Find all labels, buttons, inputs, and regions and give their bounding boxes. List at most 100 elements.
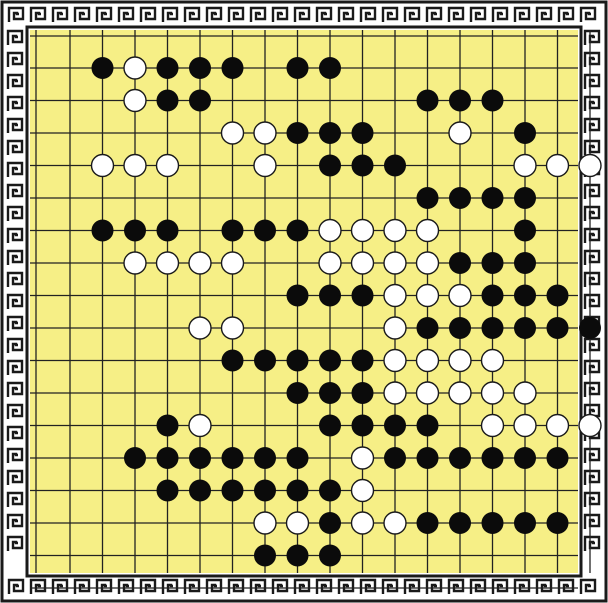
black-stone xyxy=(157,447,179,469)
black-stone xyxy=(124,220,146,242)
white-stone xyxy=(482,415,504,437)
white-stone xyxy=(189,252,211,274)
white-stone xyxy=(319,252,341,274)
white-stone xyxy=(254,155,276,177)
board-grid xyxy=(30,30,590,588)
black-stone xyxy=(287,122,309,144)
black-stone xyxy=(157,90,179,112)
black-stone xyxy=(514,285,536,307)
white-stone xyxy=(287,512,309,534)
white-stone xyxy=(417,252,439,274)
white-stone xyxy=(514,415,536,437)
black-stone xyxy=(254,545,276,567)
white-stone xyxy=(384,382,406,404)
black-stone xyxy=(352,350,374,372)
black-stone xyxy=(92,220,114,242)
black-stone xyxy=(222,350,244,372)
white-stone xyxy=(222,122,244,144)
black-stone xyxy=(287,382,309,404)
black-stone xyxy=(384,415,406,437)
black-stone xyxy=(384,155,406,177)
white-stone xyxy=(352,512,374,534)
black-stone xyxy=(319,122,341,144)
black-stone xyxy=(417,447,439,469)
black-stone xyxy=(287,545,309,567)
white-stone xyxy=(352,252,374,274)
black-stone xyxy=(319,285,341,307)
black-stone xyxy=(287,447,309,469)
black-stone xyxy=(417,90,439,112)
black-stone xyxy=(547,317,569,339)
black-stone xyxy=(92,57,114,79)
white-stone xyxy=(384,350,406,372)
white-stone xyxy=(579,415,601,437)
black-stone xyxy=(449,90,471,112)
black-stone xyxy=(189,57,211,79)
black-stone xyxy=(319,382,341,404)
black-stone xyxy=(547,447,569,469)
white-stone xyxy=(124,252,146,274)
black-stone xyxy=(287,285,309,307)
black-stone xyxy=(547,285,569,307)
white-stone xyxy=(384,317,406,339)
black-stone xyxy=(319,512,341,534)
black-stone xyxy=(417,512,439,534)
black-stone xyxy=(579,317,601,339)
black-stone xyxy=(449,512,471,534)
white-stone xyxy=(124,57,146,79)
black-stone xyxy=(319,480,341,502)
black-stone xyxy=(319,545,341,567)
white-stone xyxy=(254,512,276,534)
white-stone xyxy=(157,155,179,177)
black-stone xyxy=(514,187,536,209)
white-stone xyxy=(384,220,406,242)
black-stone xyxy=(222,447,244,469)
black-stone xyxy=(254,350,276,372)
white-stone xyxy=(417,350,439,372)
black-stone xyxy=(222,480,244,502)
white-stone xyxy=(514,382,536,404)
black-stone xyxy=(189,480,211,502)
white-stone xyxy=(189,415,211,437)
black-stone xyxy=(482,447,504,469)
white-stone xyxy=(579,155,601,177)
black-stone xyxy=(482,187,504,209)
white-stone xyxy=(254,122,276,144)
black-stone xyxy=(482,90,504,112)
white-stone xyxy=(482,382,504,404)
black-stone xyxy=(417,187,439,209)
white-stone xyxy=(449,285,471,307)
black-stone xyxy=(482,512,504,534)
black-stone xyxy=(482,252,504,274)
white-stone xyxy=(124,155,146,177)
white-stone xyxy=(482,350,504,372)
black-stone xyxy=(514,447,536,469)
black-stone xyxy=(124,447,146,469)
black-stone xyxy=(514,512,536,534)
black-stone xyxy=(514,252,536,274)
white-stone xyxy=(352,447,374,469)
white-stone xyxy=(547,415,569,437)
black-stone xyxy=(287,220,309,242)
black-stone xyxy=(157,480,179,502)
white-stone xyxy=(124,90,146,112)
black-stone xyxy=(449,447,471,469)
white-stone xyxy=(449,382,471,404)
white-stone xyxy=(319,220,341,242)
white-stone xyxy=(92,155,114,177)
black-stone xyxy=(189,447,211,469)
black-stone xyxy=(319,155,341,177)
black-stone xyxy=(449,252,471,274)
black-stone xyxy=(189,90,211,112)
white-stone xyxy=(222,317,244,339)
black-stone xyxy=(254,220,276,242)
black-stone xyxy=(222,220,244,242)
black-stone xyxy=(157,220,179,242)
black-stone xyxy=(222,57,244,79)
white-stone xyxy=(157,252,179,274)
black-stone xyxy=(514,220,536,242)
white-stone xyxy=(547,155,569,177)
black-stone xyxy=(352,382,374,404)
black-stone xyxy=(319,57,341,79)
